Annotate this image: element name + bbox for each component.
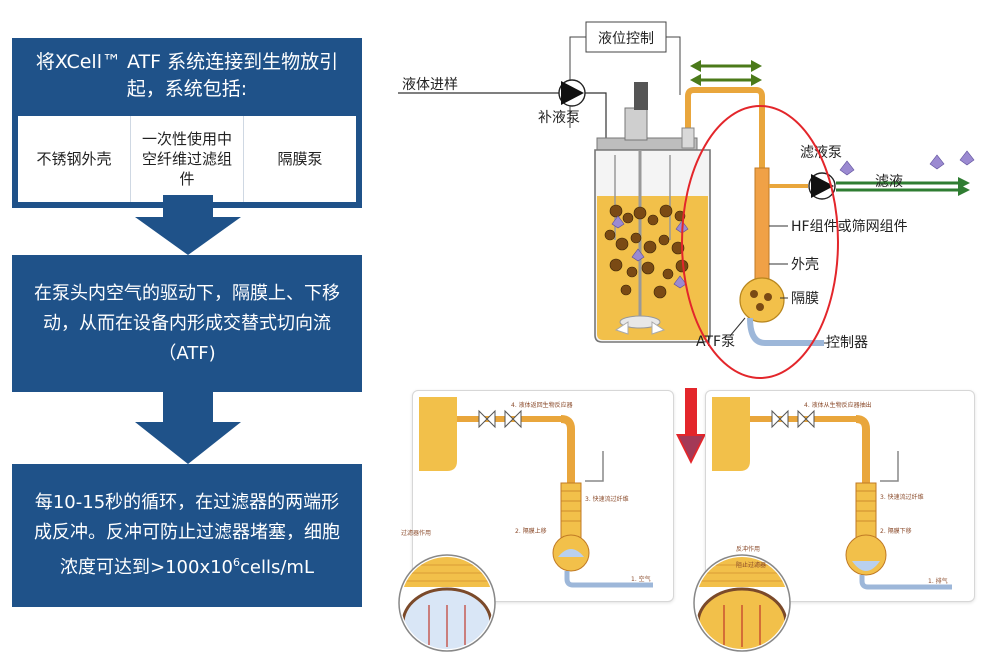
component-stainless-housing: 不锈钢外壳 xyxy=(18,116,131,202)
filtrate-pump-label: 滤液泵 xyxy=(800,145,842,161)
flow-step-1-title: 将XCell™ ATF 系统连接到生物放引起，系统包括: xyxy=(35,51,339,100)
component-hollow-fiber-filter: 一次性使用中空纤维过滤组件 xyxy=(131,116,244,202)
down-arrow-icon xyxy=(135,392,241,464)
components-table: 不锈钢外壳 一次性使用中空纤维过滤组件 隔膜泵 xyxy=(18,116,356,202)
inset-right-label-b: 阻止过滤器 xyxy=(736,561,766,569)
panel-left-fiber-label: 3. 快速流过纤维 xyxy=(585,495,629,503)
red-down-arrow-icon xyxy=(676,388,706,464)
flow-step-3: 每10-15秒的循环，在过滤器的两端形成反冲。反冲可防止过滤器堵塞，细胞浓度可达… xyxy=(12,464,362,607)
panel-right-diaphragm-label: 2. 隔膜下移 xyxy=(880,527,912,535)
liquid-feed-label: 液体进样 xyxy=(402,77,458,93)
inset-filter-action: 过滤器作用 xyxy=(398,529,496,652)
atf-schematic: 液位控制 液体进样 补液泵 滤液泵 xyxy=(398,21,975,379)
inset-left-label: 过滤器作用 xyxy=(401,529,431,537)
atf-pump-housing xyxy=(739,277,785,323)
panel-diaphragm-up: 4. 液体返回生物反应器 3. 快速流过纤维 2. 隔膜上移 1. 空气 xyxy=(412,390,674,602)
panel-left-air-label: 1. 空气 xyxy=(631,575,651,583)
level-control-label: 液位控制 xyxy=(598,31,654,47)
flow-step-2: 在泵头内空气的驱动下，隔膜上、下移动，从而在设备内形成交替式切向流（ATF) xyxy=(12,255,362,392)
level-control-box xyxy=(585,21,667,53)
component-diaphragm-pump: 隔膜泵 xyxy=(277,150,323,168)
inset-backflush: 反冲作用 阻止过滤器 xyxy=(693,545,791,652)
diaphragm-label: 隔膜 xyxy=(791,291,819,307)
hf-module xyxy=(754,167,770,287)
flow-step-1: 将XCell™ ATF 系统连接到生物放引起，系统包括: 不锈钢外壳 一次性使用… xyxy=(12,38,362,208)
panel-left-return-label: 4. 液体返回生物反应器 xyxy=(511,401,573,409)
transfer-tube xyxy=(685,87,765,168)
cells-cluster xyxy=(604,204,689,299)
panel-right-return-label: 4. 液体从生物反应器抽出 xyxy=(804,401,872,409)
hf-module-label: HF组件或筛网组件 xyxy=(791,219,908,235)
down-arrow-icon xyxy=(135,195,241,255)
panel-left-diaphragm-label: 2. 隔膜上移 xyxy=(515,527,547,535)
atf-pump-label: ATF泵 xyxy=(696,334,735,350)
housing-label: 外壳 xyxy=(791,256,819,273)
panel-right-air-label: 1. 排气 xyxy=(928,577,948,585)
panel-right-fiber-label: 3. 快速流过纤维 xyxy=(880,493,924,501)
highlight-circle xyxy=(681,105,839,379)
feed-pump-label: 补液泵 xyxy=(538,110,580,126)
filtrate-label: 滤液 xyxy=(875,174,903,190)
controller-label: 控制器 xyxy=(826,335,868,351)
flow-step-3-text: 每10-15秒的循环，在过滤器的两端形成反冲。反冲可防止过滤器堵塞，细胞浓度可达… xyxy=(34,492,340,578)
inset-right-label-a: 反冲作用 xyxy=(736,545,760,553)
